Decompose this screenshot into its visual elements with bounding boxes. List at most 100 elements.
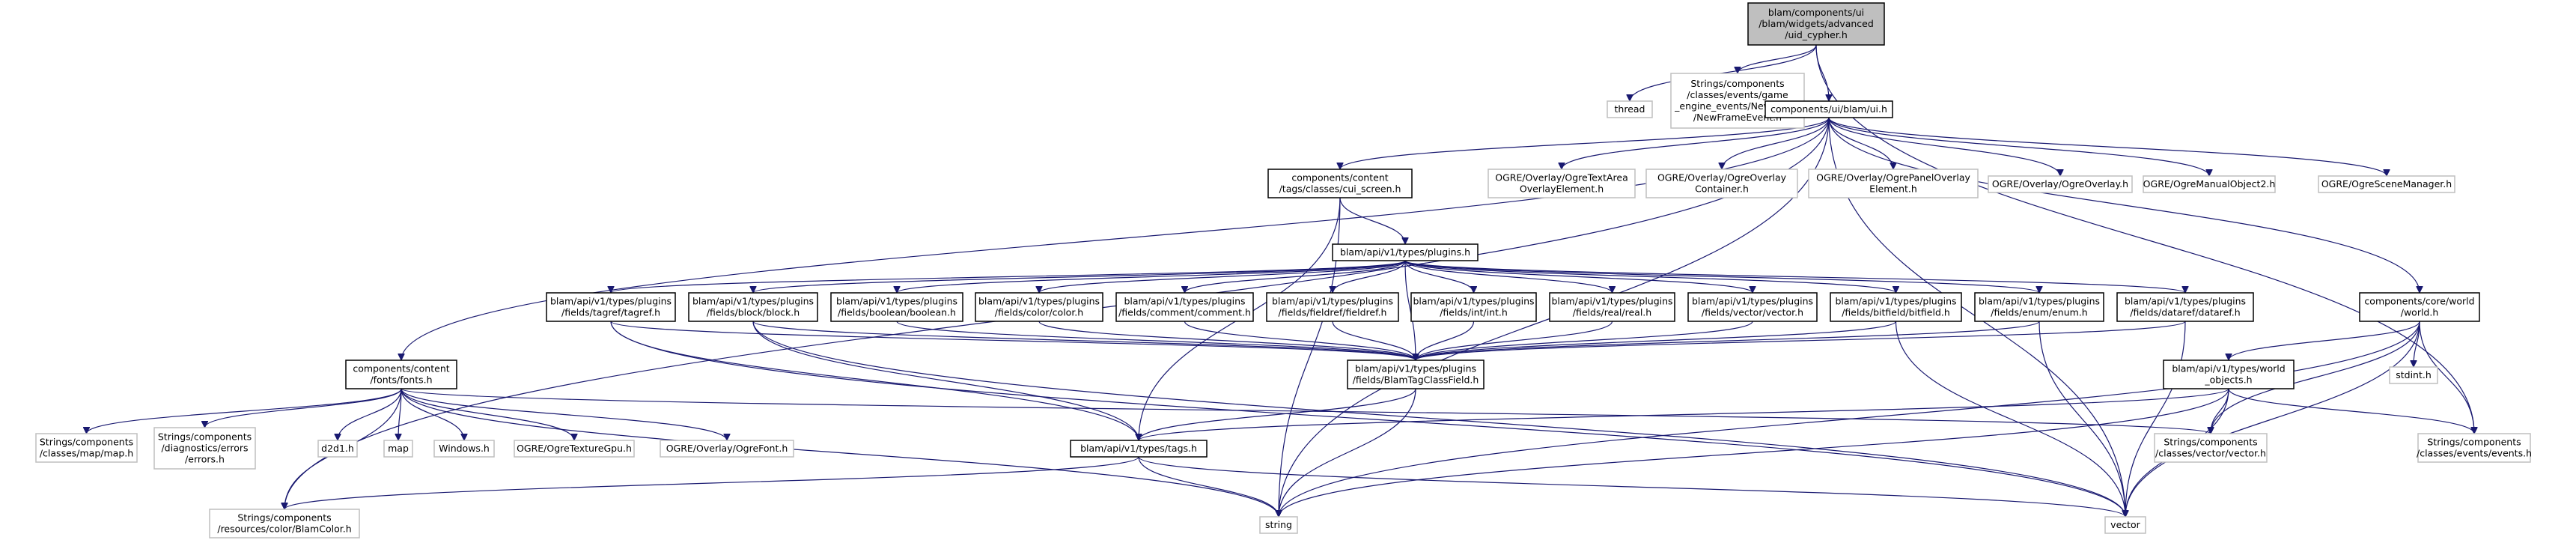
edge-dataref-to-blamtagclassfield — [1416, 321, 2186, 361]
node-box — [1259, 516, 1298, 534]
node-thread: thread — [1607, 100, 1653, 118]
node-label-line: /fonts/fonts.h — [370, 374, 432, 386]
node-box — [345, 360, 457, 389]
edge-tags-to-string — [1138, 456, 1279, 518]
node-label-line: Strings/components — [2427, 437, 2521, 448]
node-box — [1607, 100, 1653, 118]
node-label-line: Strings/components — [40, 437, 133, 448]
edge-cui_screen-to-string — [1279, 197, 1341, 517]
edge-fonts-to-errors — [205, 388, 402, 428]
node-label-line: blam/api/v1/types/plugins — [2125, 296, 2246, 307]
node-root[interactable]: blam/components/ui/blam/widgets/advanced… — [1747, 2, 1885, 46]
edge-bitfield-to-vector_std — [1895, 321, 2126, 517]
edge-plugins-to-blamtagclassfield — [1404, 260, 1416, 360]
edge-enum-to-blamtagclassfield — [1416, 321, 2040, 361]
node-label-line: /NewFrameEvent.h — [1693, 112, 1782, 123]
node-label-line: blam/api/v1/types/plugins — [1551, 296, 1672, 307]
node-label-line: OGRE/Overlay/OgreOverlay.h — [1992, 178, 2128, 189]
node-cui-screen[interactable]: components/content/tags/classes/cui_scre… — [1267, 169, 1413, 198]
node-d2d1: d2d1.h — [317, 440, 358, 458]
node-string: string — [1259, 516, 1298, 534]
node-label-line: blam/api/v1/types/plugins — [692, 296, 814, 307]
edge-fonts-to-map — [87, 388, 402, 434]
node-blamtagclassfield[interactable]: blam/api/v1/types/plugins/fields/BlamTag… — [1347, 360, 1485, 389]
node-bitfield[interactable]: blam/api/v1/types/plugins/fields/bitfiel… — [1830, 292, 1962, 322]
node-label-line: vector — [2110, 519, 2141, 530]
node-ogre-texgpu: OGRE/OgreTextureGpu.h — [514, 440, 635, 458]
edge-world_objects-to-string — [1279, 388, 2229, 517]
edge-blamtagclassfield-to-tags — [1139, 388, 1416, 441]
node-label-line: /world.h — [2401, 307, 2439, 318]
node-box — [1830, 292, 1962, 322]
node-label-line: /fields/int/int.h — [1440, 307, 1508, 318]
node-map: Strings/components/classes/map/map.h — [35, 433, 138, 463]
node-label-line: /fields/real/real.h — [1573, 307, 1651, 318]
node-color[interactable]: blam/api/v1/types/plugins/fields/color/c… — [975, 292, 1103, 322]
node-box — [1070, 440, 1208, 458]
node-label-line: /classes/events/game — [1687, 89, 1788, 100]
edge-plugins-to-block — [753, 260, 1406, 294]
node-label-line: d2d1.h — [321, 443, 354, 454]
node-box — [2143, 175, 2276, 193]
node-label-line: /fields/tagref/tagref.h — [561, 307, 660, 318]
node-label-line: blam/api/v1/types/plugins — [1272, 296, 1393, 307]
node-box — [514, 440, 635, 458]
edge-world-to-world_objects — [2229, 321, 2420, 361]
node-box — [1747, 2, 1885, 46]
node-int[interactable]: blam/api/v1/types/plugins/fields/int/int… — [1410, 292, 1537, 322]
node-plugins[interactable]: blam/api/v1/types/plugins.h — [1332, 243, 1479, 261]
node-box — [2359, 292, 2480, 322]
node-label-line: /fields/dataref/dataref.h — [2130, 307, 2240, 318]
node-box — [1764, 100, 1893, 118]
node-box — [1332, 243, 1479, 261]
node-world-objects[interactable]: blam/api/v1/types/world_objects.h — [2163, 360, 2295, 389]
node-label-line: blam/api/v1/types/plugins — [550, 296, 672, 307]
node-world[interactable]: components/core/world/world.h — [2359, 292, 2480, 322]
node-label-line: /tags/classes/cui_screen.h — [1279, 183, 1401, 195]
node-label-line: blam/api/v1/types/plugins.h — [1340, 246, 1470, 258]
node-label-line: /fields/color/color.h — [995, 307, 1083, 318]
node-label-line: /classes/events/events.h — [2417, 448, 2532, 459]
node-ui[interactable]: components/ui/blam/ui.h — [1764, 100, 1893, 118]
node-tags[interactable]: blam/api/v1/types/tags.h — [1070, 440, 1208, 458]
edge-root-to-newframe — [1738, 44, 1817, 74]
node-real[interactable]: blam/api/v1/types/plugins/fields/real/re… — [1549, 292, 1675, 322]
node-box — [975, 292, 1103, 322]
node-ogre-manual: OGRE/OgreManualObject2.h — [2143, 175, 2276, 193]
node-box — [660, 440, 794, 458]
node-box — [2154, 433, 2268, 463]
node-label-line: blam/api/v1/types/plugins — [1413, 296, 1534, 307]
edge-blamtagclassfield-to-string — [1279, 388, 1416, 517]
edge-plugins-to-vector — [1404, 260, 1753, 294]
nodes-layer: blam/components/ui/blam/widgets/advanced… — [35, 2, 2532, 539]
node-comment[interactable]: blam/api/v1/types/plugins/fields/comment… — [1115, 292, 1254, 322]
edge-ui-to-ogre_manual — [1828, 117, 2209, 177]
edge-ui-to-fonts — [401, 117, 1830, 360]
node-blamcolor: Strings/components/resources/color/BlamC… — [209, 509, 360, 539]
edge-block-to-blamtagclassfield — [752, 321, 1416, 361]
node-label-line: /fields/boolean/boolean.h — [838, 307, 956, 318]
node-vector-h: Strings/components/classes/vector/vector… — [2154, 433, 2268, 463]
node-boolean[interactable]: blam/api/v1/types/plugins/fields/boolean… — [830, 292, 963, 322]
edge-tagref-to-blamtagclassfield — [610, 321, 1416, 361]
node-box — [35, 433, 138, 463]
node-label-line: components/ui/blam/ui.h — [1770, 103, 1887, 115]
node-label-line: Windows.h — [439, 443, 490, 454]
node-label-line: /classes/vector/vector.h — [2155, 448, 2266, 459]
node-tagref[interactable]: blam/api/v1/types/plugins/fields/tagref/… — [546, 292, 676, 322]
node-dataref[interactable]: blam/api/v1/types/plugins/fields/dataref… — [2116, 292, 2254, 322]
node-fonts[interactable]: components/content/fonts/fonts.h — [345, 360, 457, 389]
node-fieldref[interactable]: blam/api/v1/types/plugins/fields/fieldre… — [1266, 292, 1399, 322]
edge-plugins-to-bitfield — [1404, 260, 1896, 294]
node-label-line: stdint.h — [2396, 369, 2432, 380]
node-box — [2163, 360, 2295, 389]
node-block[interactable]: blam/api/v1/types/plugins/fields/block/b… — [688, 292, 818, 322]
node-enum[interactable]: blam/api/v1/types/plugins/fields/enum/en… — [1974, 292, 2104, 322]
node-label-line: OGRE/Overlay/OgreFont.h — [666, 443, 788, 454]
node-box — [383, 440, 413, 458]
node-box — [1645, 169, 1798, 198]
edge-plugins-to-enum — [1404, 260, 2039, 294]
edge-ui-to-ogre_container — [1722, 117, 1830, 170]
node-vector[interactable]: blam/api/v1/types/plugins/fields/vector/… — [1687, 292, 1818, 322]
